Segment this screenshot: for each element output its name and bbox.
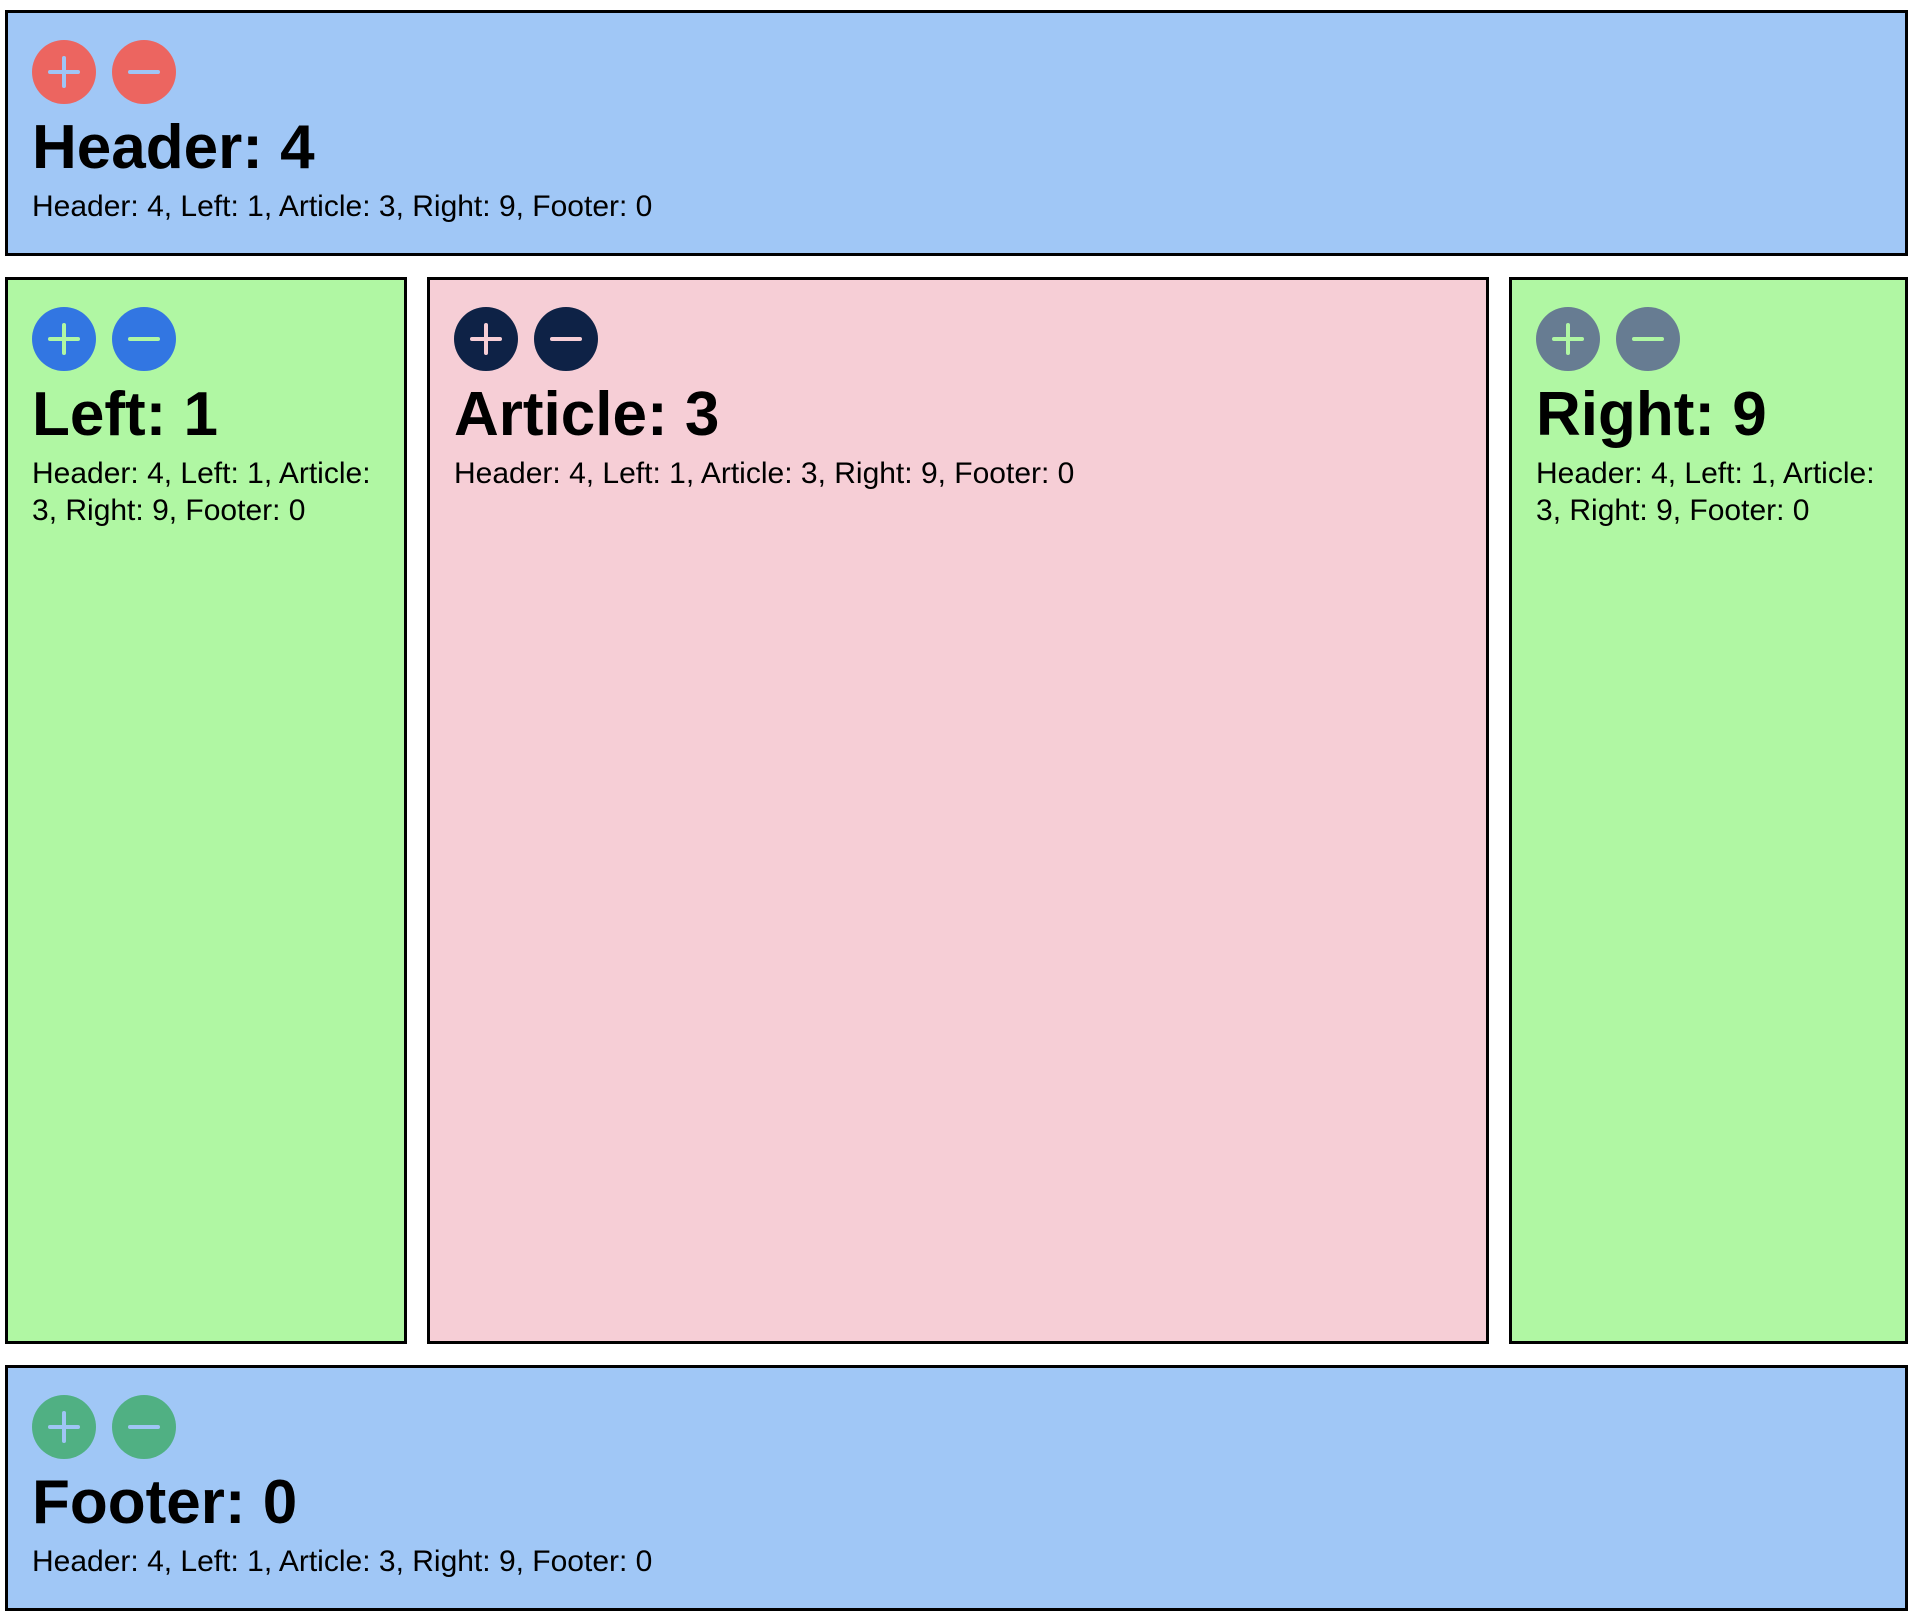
footer-title: Footer0: [32, 1468, 1881, 1537]
article-summary: Header: 4 Left: 1 Article: 3 Right: 9 Fo…: [454, 455, 1462, 492]
summary-item-left: Left: 1: [180, 1545, 278, 1578]
summary-item-header: Header: 4: [1536, 457, 1684, 490]
header-title-label: Header: [32, 113, 280, 182]
right-increment-button[interactable]: [1536, 307, 1600, 371]
right-title-label: Right: [1536, 380, 1732, 449]
article-button-row: [454, 307, 1462, 371]
left-title: Left1: [32, 380, 380, 449]
right-count: 9: [1732, 380, 1767, 449]
header-count: 4: [280, 113, 315, 182]
summary-item-right: Right: 9: [834, 457, 954, 490]
left-summary: Header: 4 Left: 1 Article: 3 Right: 9 Fo…: [32, 455, 380, 529]
summary-item-right: Right: 9: [1569, 494, 1689, 527]
footer-title-label: Footer: [32, 1468, 263, 1537]
header-summary: Header: 4 Left: 1 Article: 3 Right: 9 Fo…: [32, 188, 1881, 225]
plus-icon: [48, 323, 80, 355]
left-decrement-button[interactable]: [112, 307, 176, 371]
summary-item-right: Right: 9: [65, 494, 185, 527]
summary-item-header: Header: 4: [32, 457, 180, 490]
header-button-row: [32, 40, 1881, 104]
minus-icon: [1632, 337, 1664, 341]
left-title-label: Left: [32, 380, 184, 449]
left-increment-button[interactable]: [32, 307, 96, 371]
footer-decrement-button[interactable]: [112, 1395, 176, 1459]
summary-item-left: Left: 1: [180, 457, 278, 490]
summary-item-footer: Footer: 0: [532, 1545, 653, 1578]
summary-item-left: Left: 1: [602, 457, 700, 490]
summary-item-right: Right: 9: [412, 190, 532, 223]
article-title-label: Article: [454, 380, 685, 449]
summary-item-header: Header: 4: [454, 457, 602, 490]
article-count: 3: [684, 380, 720, 449]
footer-panel: Footer0 Header: 4 Left: 1 Article: 3 Rig…: [5, 1365, 1908, 1611]
minus-icon: [128, 70, 160, 74]
header-increment-button[interactable]: [32, 40, 96, 104]
right-summary: Header: 4 Left: 1 Article: 3 Right: 9 Fo…: [1536, 455, 1881, 529]
plus-icon: [48, 1411, 80, 1443]
summary-item-header: Header: 4: [32, 190, 180, 223]
left-panel: Left1 Header: 4 Left: 1 Article: 3 Right…: [5, 277, 407, 1344]
minus-icon: [550, 337, 582, 341]
summary-item-footer: Footer: 0: [185, 494, 306, 527]
article-title: Article3: [454, 380, 1462, 449]
summary-item-footer: Footer: 0: [532, 190, 653, 223]
minus-icon: [128, 337, 160, 341]
header-title: Header4: [32, 113, 1881, 182]
plus-icon: [1552, 323, 1584, 355]
article-decrement-button[interactable]: [534, 307, 598, 371]
header-decrement-button[interactable]: [112, 40, 176, 104]
summary-item-article: Article: 3: [701, 457, 834, 490]
summary-item-header: Header: 4: [32, 1545, 180, 1578]
summary-item-footer: Footer: 0: [1689, 494, 1810, 527]
summary-item-footer: Footer: 0: [954, 457, 1075, 490]
minus-icon: [128, 1425, 160, 1429]
footer-count: 0: [262, 1468, 298, 1537]
summary-item-article: Article: 3: [279, 1545, 412, 1578]
left-count: 1: [183, 380, 219, 449]
summary-item-left: Left: 1: [180, 190, 278, 223]
footer-summary: Header: 4 Left: 1 Article: 3 Right: 9 Fo…: [32, 1543, 1881, 1580]
summary-item-right: Right: 9: [412, 1545, 532, 1578]
summary-item-left: Left: 1: [1684, 457, 1782, 490]
summary-item-article: Article: 3: [279, 190, 412, 223]
plus-icon: [48, 56, 80, 88]
plus-icon: [470, 323, 502, 355]
footer-increment-button[interactable]: [32, 1395, 96, 1459]
right-panel: Right9 Header: 4 Left: 1 Article: 3 Righ…: [1509, 277, 1908, 1344]
left-button-row: [32, 307, 380, 371]
footer-button-row: [32, 1395, 1881, 1459]
right-title: Right9: [1536, 380, 1881, 449]
article-panel: Article3 Header: 4 Left: 1 Article: 3 Ri…: [427, 277, 1489, 1344]
right-button-row: [1536, 307, 1881, 371]
article-increment-button[interactable]: [454, 307, 518, 371]
header-panel: Header4 Header: 4 Left: 1 Article: 3 Rig…: [5, 10, 1908, 256]
right-decrement-button[interactable]: [1616, 307, 1680, 371]
